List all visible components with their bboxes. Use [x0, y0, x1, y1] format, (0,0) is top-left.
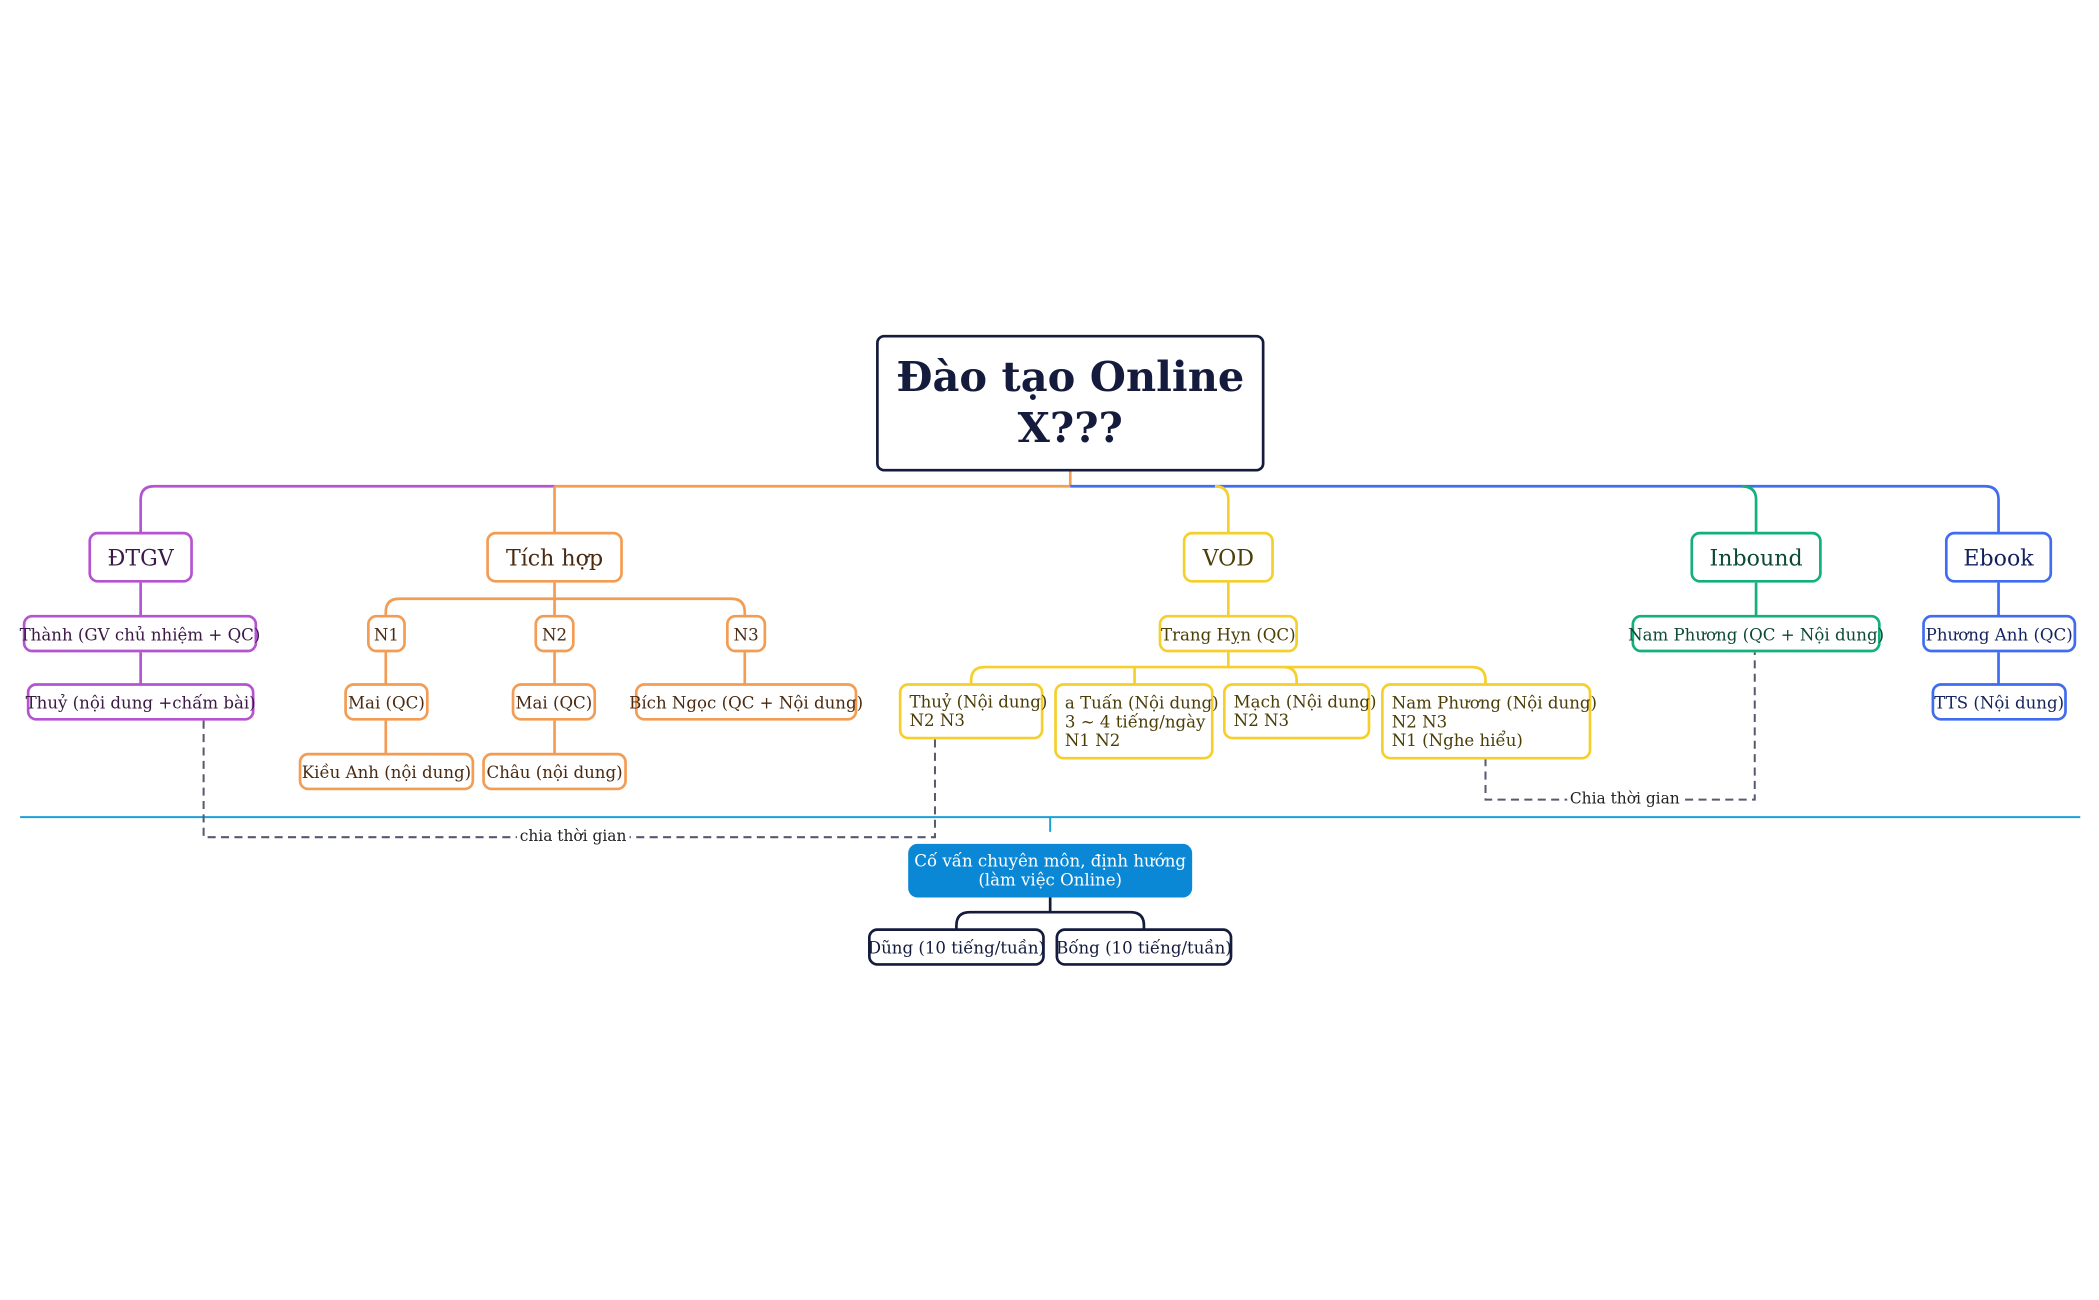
connector-vod — [1214, 484, 1230, 534]
member-line: Thuỷ (Nội dung) — [909, 691, 1048, 712]
subtopic-n2[interactable]: N2 — [534, 614, 575, 653]
root-node[interactable]: Đào tạo Online X??? — [876, 334, 1265, 472]
topic-dtgv[interactable]: ĐTGV — [88, 531, 193, 583]
connector-dtgv — [139, 484, 555, 534]
relation-label-right[interactable]: Chia thời gian — [1567, 788, 1683, 808]
topic-inbound[interactable]: Inbound — [1690, 531, 1822, 583]
subtopic-thanh[interactable]: Thành (GV chủ nhiệm + QC) — [20, 614, 260, 653]
connector-vod-children — [969, 582, 1487, 685]
subtopic-thuy-vod[interactable]: Thuỷ (Nội dung) N2 N3 — [898, 683, 1047, 740]
member-line: 3 ~ 4 tiếng/ngày — [1064, 710, 1206, 731]
subtopic-mach[interactable]: Mạch (Nội dung) N2 N3 — [1222, 683, 1377, 740]
member-line: N1 (Nghe hiểu) — [1391, 729, 1523, 750]
connector-root-right — [1070, 484, 2000, 534]
subtopic-nam-phuong-inbound[interactable]: Nam Phương (QC + Nội dung) — [1628, 614, 1884, 653]
connector-inbound — [1741, 484, 1758, 534]
topic-ebook[interactable]: Ebook — [1944, 531, 2053, 583]
subtopic-tts[interactable]: TTS (Nội dung) — [1931, 683, 2067, 721]
member-line: N2 N3 — [1391, 710, 1448, 731]
subtopic-n1[interactable]: N1 — [367, 614, 406, 653]
connector-n-children — [384, 650, 747, 755]
topic-tich-hop[interactable]: Tích hợp — [486, 531, 623, 583]
advisor-line1: Cố vấn chuyên môn, định hướng — [914, 850, 1187, 871]
subtopic-thuy-dtgv[interactable]: Thuỷ (nội dung +chấm bài) — [26, 683, 256, 721]
subtopic-dung[interactable]: Dũng (10 tiếng/tuần) — [868, 928, 1045, 966]
subtopic-kieu-anh[interactable]: Kiều Anh (nội dung) — [298, 752, 475, 791]
subtopic-mai-n2[interactable]: Mai (QC) — [511, 683, 597, 721]
relation-label-left[interactable]: chia thời gian — [517, 826, 630, 846]
root-title-line1: Đào tạo Online — [896, 353, 1245, 402]
connector-tichhop-children — [384, 582, 747, 617]
root-title-line2: X??? — [1017, 404, 1123, 453]
subtopic-phuong-anh[interactable]: Phương Anh (QC) — [1922, 614, 2077, 653]
member-line: Nam Phương (Nội dung) — [1391, 691, 1597, 712]
member-line: a Tuấn (Nội dung) — [1064, 691, 1219, 712]
floating-topic-advisor[interactable]: Cố vấn chuyên môn, định hướng (làm việc … — [908, 843, 1193, 898]
subtopic-mai-n1[interactable]: Mai (QC) — [344, 683, 429, 721]
subtopic-bong[interactable]: Bống (10 tiếng/tuần) — [1055, 928, 1233, 966]
member-line: Mạch (Nội dung) — [1233, 691, 1377, 712]
subtopic-a-tuan[interactable]: a Tuấn (Nội dung) 3 ~ 4 tiếng/ngày N1 N2 — [1054, 683, 1219, 760]
member-line: N2 N3 — [909, 709, 965, 731]
subtopic-bich-ngoc[interactable]: Bích Ngọc (QC + Nội dung) — [629, 683, 863, 721]
member-line: N2 N3 — [1233, 709, 1290, 731]
member-line: N1 N2 — [1064, 729, 1121, 750]
subtopic-trang-hyn[interactable]: Trang Hỵn (QC) — [1158, 614, 1298, 653]
subtopic-n3[interactable]: N3 — [726, 614, 767, 653]
advisor-line2: (làm việc Online) — [978, 869, 1122, 890]
subtopic-nam-phuong-vod[interactable]: Nam Phương (Nội dung) N2 N3 N1 (Nghe hiể… — [1381, 683, 1597, 760]
subtopic-chau[interactable]: Châu (nội dung) — [482, 752, 627, 791]
connector-advisor-children — [955, 896, 1146, 930]
topic-vod[interactable]: VOD — [1182, 531, 1274, 583]
